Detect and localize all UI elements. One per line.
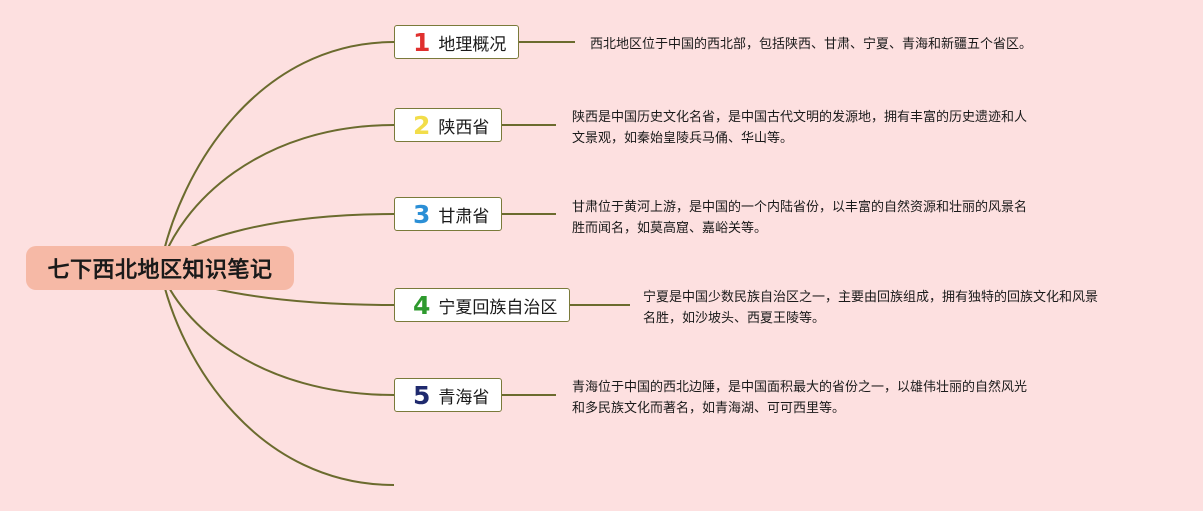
root-topic[interactable]: 七下西北地区知识笔记 [26,246,294,290]
branch-number: 5 [413,380,431,410]
desc-line: 西北地区位于中国的西北部，包括陕西、甘肃、宁夏、青海和新疆五个省区。 [590,37,1033,52]
desc-line: 名胜，如沙坡头、西夏王陵等。 [643,311,826,326]
branch-label: 陕西省 [438,117,490,138]
branch-description: 宁夏是中国少数民族自治区之一，主要由回族组成，拥有独特的回族文化和风景 名胜，如… [643,287,1098,329]
branch-description: 陕西是中国历史文化名省，是中国古代文明的发源地，拥有丰富的历史遗迹和人 文景观，… [572,107,1027,149]
branch-number: 1 [413,27,431,57]
branch-geography[interactable]: 1 地理概况 [394,25,520,59]
branch-shaanxi[interactable]: 2 陕西省 [394,108,503,142]
branch-gansu[interactable]: 3 甘肃省 [394,197,503,231]
branch-label: 甘肃省 [438,206,490,227]
desc-line: 陕西是中国历史文化名省，是中国古代文明的发源地，拥有丰富的历史遗迹和人 [572,110,1028,125]
branch-ningxia[interactable]: 4 宁夏回族自治区 [394,288,571,322]
desc-line: 胜而闻名，如莫高窟、嘉峪关等。 [572,221,768,236]
branch-description: 甘肃位于黄河上游，是中国的一个内陆省份，以丰富的自然资源和壮丽的风景名 胜而闻名… [572,197,1027,239]
desc-line: 甘肃位于黄河上游，是中国的一个内陆省份，以丰富的自然资源和壮丽的风景名 [572,200,1028,215]
root-title: 七下西北地区知识笔记 [47,258,273,283]
branch-connector [159,267,395,396]
branch-label: 地理概况 [438,34,507,55]
branch-connector [159,124,395,269]
desc-line: 青海位于中国的西北边陲，是中国面积最大的省份之一，以雄伟壮丽的自然风光 [572,380,1028,395]
branch-number: 2 [413,110,431,140]
desc-line: 宁夏是中国少数民族自治区之一，主要由回族组成，拥有独特的回族文化和风景 [643,290,1099,305]
branch-number: 4 [413,290,431,320]
desc-line: 文景观，如秦始皇陵兵马俑、华山等。 [572,131,794,146]
branch-label: 青海省 [438,387,490,408]
empty-branch-connector [159,267,395,486]
desc-line: 和多民族文化而著名，如青海湖、可可西里等。 [572,401,846,416]
branch-connector [159,41,395,269]
branch-description: 西北地区位于中国的西北部，包括陕西、甘肃、宁夏、青海和新疆五个省区。 [590,34,1032,55]
branch-qinghai[interactable]: 5 青海省 [394,378,503,412]
branch-description: 青海位于中国的西北边陲，是中国面积最大的省份之一，以雄伟壮丽的自然风光 和多民族… [572,377,1027,419]
branch-label: 宁夏回族自治区 [438,297,558,318]
branch-number: 3 [413,199,431,229]
